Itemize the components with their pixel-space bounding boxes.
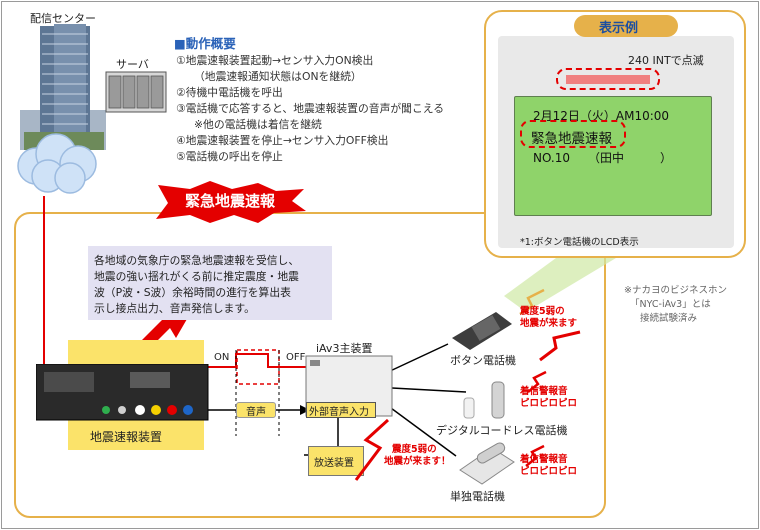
lcd-screen: 2月12日（火）AM10:00 緊急地震速報 NO.10 （田中 ） [514,96,712,216]
display-title: 表示例 [599,21,639,36]
overview-step-1-note: （地震速報通知状態はONを継続） [194,70,362,83]
single-phone-alert-line-2: ピロピロピロ [520,466,578,477]
center-label: 配信センター [30,12,96,25]
cordless-alert-icon [527,370,547,393]
single-phone-alert-line-1: 着信警報音 [520,454,568,465]
on-off-line [206,353,306,368]
note-line-3: 接続試験済み [640,313,698,324]
overview-step-2: ②待機中電話機を呼出 [176,86,283,99]
display-title-pill [574,15,678,37]
lcd-line-3: NO.10 （田中 ） [533,151,673,165]
cordless-alert-line-1: 着信警報音 [520,386,568,397]
button-phone-icon [452,312,512,350]
overview-title: ■動作概要 [174,36,236,51]
audio-tag [236,402,276,418]
description-line-2: 地震の強い揺れがくる前に推定震度・地震 [94,270,299,283]
lcd-highlight [520,120,626,148]
button-phone-alert-line-2: 地震が来ます [520,318,578,329]
description-line-3: 波（P波・S波）余裕時間の進行を算出表 [94,286,291,299]
audio-arrow [300,405,310,415]
broadcast-box [308,446,364,476]
led-highlight [556,68,660,90]
led-indicator [566,75,650,84]
external-audio-label: 外部音声入力 [309,407,369,418]
overview-step-3-note: ※他の電話機は着信を継続 [194,118,322,131]
single-phone-alert-icon [525,444,545,467]
server-icon [105,71,167,113]
banner-text: 緊急地震速報 [185,192,276,210]
lcd-line-1: 2月12日（火）AM10:00 [533,109,670,123]
overview-step-4: ④地震速報装置を停止→センサ入力OFF検出 [176,134,389,147]
cordless-phone-label: デジタルコードレス電話機 [436,424,568,437]
emergency-banner [156,181,306,223]
broadcast-alert-icon [354,418,390,481]
signal-off: OFF [286,352,306,363]
signal-audio: 音声 [246,407,266,418]
earthquake-device [36,364,209,421]
cordless-alert-line-2: ピロピロピロ [520,398,578,409]
broadcast-alert-line-2: 地震が来ます！ [384,456,451,467]
device-label: 地震速報装置 [90,430,163,444]
broadcast-label: 放送装置 [314,458,354,469]
description-line-1: 各地域の気象庁の緊急地震速報を受信し、 [94,254,300,267]
cloud-icon [17,133,97,194]
overview-step-5: ⑤電話機の呼出を停止 [176,150,283,163]
single-phone-icon [459,442,515,485]
main-unit-label: iAv3主装置 [316,342,373,355]
button-phone-alert-icon [519,288,545,316]
description-line-4: 示し接点出力、音声発信します。 [94,302,255,315]
display-footnote: *1:ボタン電話機のLCD表示 [520,237,639,248]
blink-note: 240 INTで点滅 [628,54,704,67]
external-audio-box [306,402,376,418]
broadcast-alert-line-1: 震度5弱の [392,444,437,455]
server-label: サーバ [116,58,149,71]
lcd-line-2: 緊急地震速報 [531,131,612,147]
button-phone-alert-line-1: 震度5弱の [520,306,565,317]
note-line-1: ※ナカヨのビジネスホン [624,285,727,296]
overview-step-1: ①地震速報装置起動→センサ入力ON検出 [176,54,374,67]
on-off-pulse [236,349,280,385]
single-phone-label: 単独電話機 [450,490,505,503]
description-box [88,246,332,320]
button-phone-alert-bolt [539,330,581,362]
cordless-phone-icon [463,381,505,419]
signal-on: ON [214,352,230,363]
note-line-2: 「NYC-iAv3」とは [630,299,711,310]
overview-step-3: ③電話機で応答すると、地震速報装置の音声が聞こえる [176,102,445,115]
display-beam [504,258,616,312]
button-phone-label: ボタン電話機 [450,354,516,367]
